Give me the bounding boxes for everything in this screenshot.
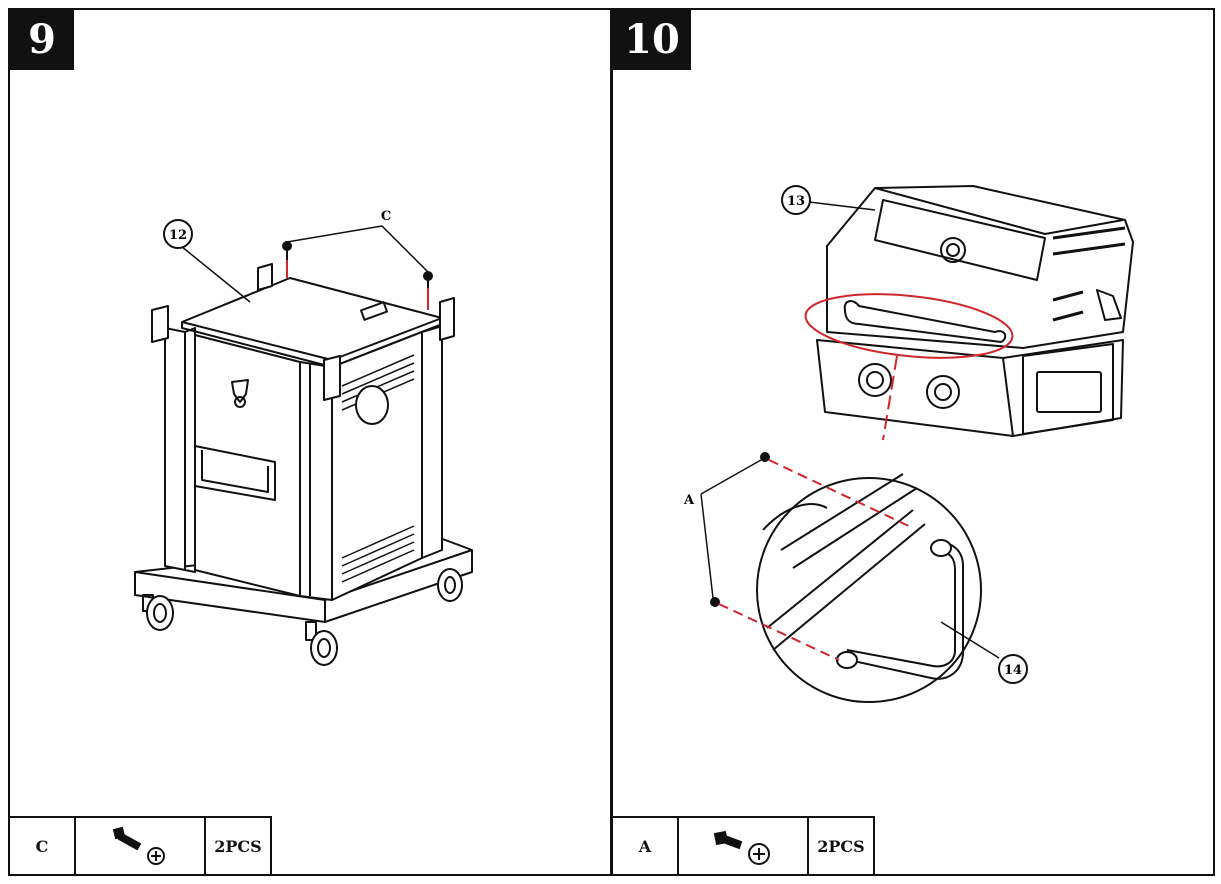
step-10-panel: 10 [611, 8, 1215, 876]
cart-assembly-illustration: 12 C [134, 209, 473, 666]
screw-c-right [423, 271, 433, 288]
callout-screw-a: A [683, 493, 695, 508]
screw-a-top [760, 452, 770, 462]
hardware-quantity: 2PCS [817, 836, 865, 856]
callout-part-12: 12 [169, 228, 187, 243]
hardware-table: C 2PCS [10, 816, 272, 874]
hardware-quantity: 2PCS [214, 836, 262, 856]
screw-icon [112, 826, 165, 865]
hardware-table: A 2PCS [613, 816, 875, 874]
hardware-letter: A [613, 818, 679, 874]
screw-icon [713, 830, 770, 865]
screw-a-bottom [710, 597, 720, 607]
caster-wheel-front-left [142, 594, 174, 631]
step-number-badge: 10 [613, 10, 691, 70]
hardware-icon-cell [76, 818, 206, 874]
callout-part-13: 13 [787, 194, 805, 209]
caster-wheel-front-right [305, 621, 338, 666]
callout-screw-c: C [381, 209, 391, 224]
screw-c-left [282, 241, 292, 260]
hardware-letter: C [10, 818, 76, 874]
step-number-badge: 9 [10, 10, 74, 70]
callout-part-14: 14 [1004, 663, 1022, 678]
hardware-icon-cell [679, 818, 809, 874]
caster-wheel-back-right [437, 568, 463, 602]
step-9-panel: 9 [8, 8, 612, 876]
grill-handle-illustration: 13 14 A [683, 185, 1134, 703]
